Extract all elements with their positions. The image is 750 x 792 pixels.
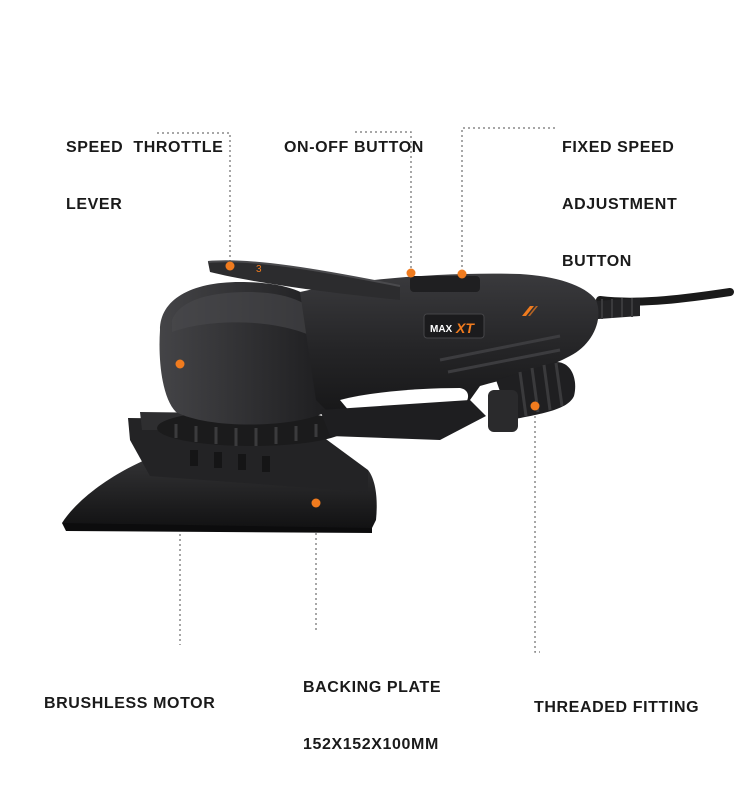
callout-motor-line1: BRUSHLESS MOTOR xyxy=(44,695,216,712)
callout-thread-line1: THREADED FITTING xyxy=(534,699,700,716)
callout-threaded-fitting: THREADED FITTING xyxy=(534,660,699,755)
leader-speed-lever xyxy=(157,132,231,265)
dot-plate xyxy=(311,498,321,508)
dot-thread xyxy=(530,401,540,411)
callout-fixed-speed-adjustment-button: FIXED SPEED ADJUSTMENT BUTTON xyxy=(562,100,677,309)
callout-dots xyxy=(175,261,540,508)
sander-illustration: MAX XT 3 xyxy=(62,127,734,653)
dot-motor xyxy=(175,359,185,369)
callout-onoff-line1: ON-OFF BUTTON xyxy=(284,139,424,156)
callout-speed-line1: SPEED THROTTLE xyxy=(66,139,224,156)
callout-fixed-line3: BUTTON xyxy=(562,253,632,270)
speed-dial-number: 3 xyxy=(256,264,262,275)
callout-plate-line2: 152X152X100MM xyxy=(303,736,439,753)
backing-plate xyxy=(62,412,377,533)
tool-body xyxy=(300,273,599,440)
callout-speed-line2: LEVER xyxy=(66,196,123,213)
callout-brushless-motor: BRUSHLESS MOTOR xyxy=(44,656,215,751)
brand-prefix: MAX xyxy=(430,324,453,335)
brand-suffix: XT xyxy=(455,320,475,336)
dot-fixed-speed xyxy=(457,269,467,279)
leader-fixed-speed xyxy=(461,127,555,273)
product-callout-figure: MAX XT 3 SPEED THROTTLE LEVER ON-OFF BUT… xyxy=(44,100,734,753)
motor-housing xyxy=(159,282,336,425)
callout-plate-line1: BACKING PLATE xyxy=(303,679,442,696)
callout-on-off-button: ON-OFF BUTTON xyxy=(284,100,424,195)
callout-fixed-line1: FIXED SPEED xyxy=(562,139,675,156)
callout-fixed-line2: ADJUSTMENT xyxy=(562,196,678,213)
leader-thread xyxy=(534,406,540,653)
brand-logo: MAX XT xyxy=(430,320,475,336)
callout-speed-throttle-lever: SPEED THROTTLE LEVER xyxy=(66,100,223,252)
dot-on-off xyxy=(406,268,416,278)
speed-throttle-lever xyxy=(207,260,480,300)
leader-on-off xyxy=(355,131,412,272)
callout-backing-plate: BACKING PLATE 152X152X100MM xyxy=(303,640,441,792)
dot-speed-lever xyxy=(225,261,235,271)
